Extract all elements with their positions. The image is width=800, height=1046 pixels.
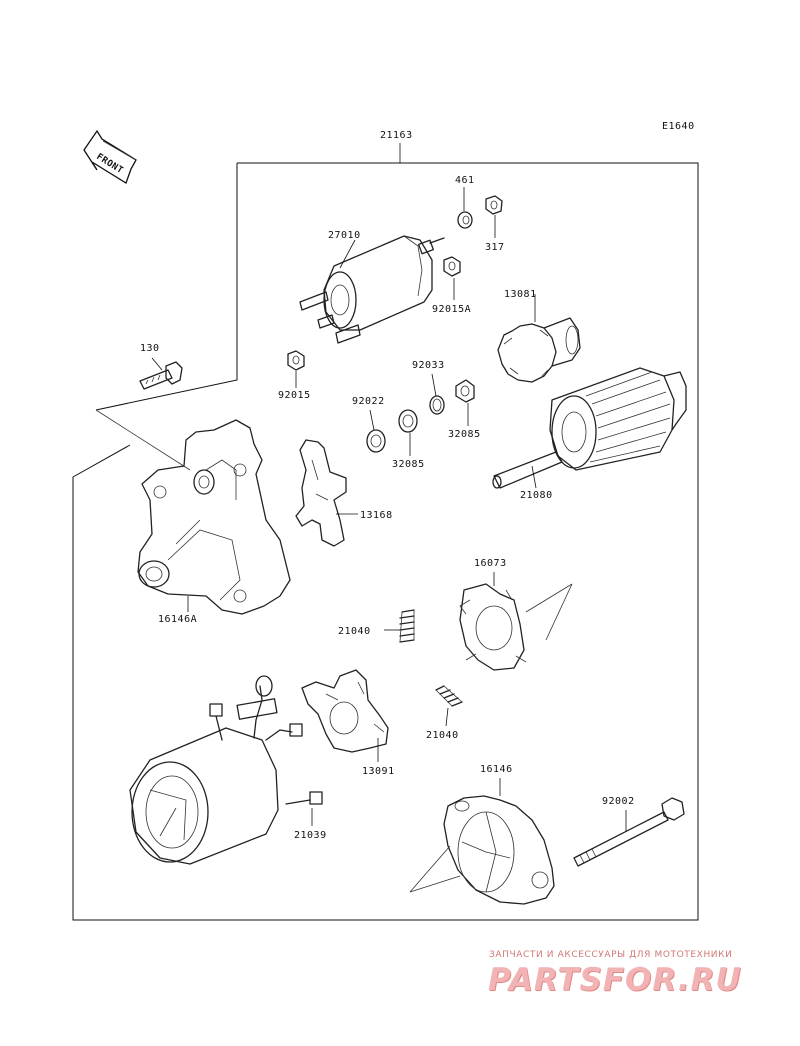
part-label-13081: 13081 [504, 289, 537, 300]
part-label-32085-lower: 32085 [392, 459, 425, 470]
washer-32085-lower [398, 409, 418, 456]
pinion-13081 [497, 294, 581, 383]
part-label-21080: 21080 [520, 490, 553, 501]
bolt-130 [139, 357, 183, 390]
part-label-130: 130 [140, 343, 160, 354]
spring-21040-left [384, 609, 415, 643]
watermark-tagline: ЗАПЧАСТИ И АКСЕССУАРЫ ДЛЯ МОТОТЕХНИКИ [489, 950, 733, 960]
through-bolt-92002 [573, 797, 685, 867]
solenoid-27010 [299, 235, 445, 344]
part-label-16146A: 16146A [158, 614, 197, 625]
washer-461 [457, 187, 473, 229]
clip-32085-upper [455, 379, 475, 426]
watermark-logo: PARTSFOR.RU [488, 962, 742, 998]
front-arrow-icon: FRONT [83, 129, 137, 184]
part-label-32085-upper: 32085 [448, 429, 481, 440]
drive-housing-16146A [137, 419, 291, 615]
washer-92022 [366, 409, 386, 453]
brush-plate-16073 [459, 572, 573, 671]
assembly-frame [72, 143, 699, 921]
part-label-16146: 16146 [480, 764, 513, 775]
yoke-21039 [129, 675, 323, 865]
part-label-13091: 13091 [362, 766, 395, 777]
part-label-92002: 92002 [602, 796, 635, 807]
part-label-317: 317 [485, 242, 505, 253]
part-label-13168: 13168 [360, 510, 393, 521]
part-label-21163: 21163 [380, 130, 413, 141]
part-label-461: 461 [455, 175, 475, 186]
part-label-92022: 92022 [352, 396, 385, 407]
part-label-21040-left: 21040 [338, 626, 371, 637]
part-label-92033: 92033 [412, 360, 445, 371]
armature-21080 [492, 367, 687, 489]
end-cover-16146 [409, 778, 555, 905]
nut-92015A [443, 256, 461, 300]
ring-92033 [429, 373, 445, 415]
part-label-21039: 21039 [294, 830, 327, 841]
diagram-code: E1640 [662, 121, 695, 132]
part-label-27010: 27010 [328, 230, 361, 241]
nut-92015 [287, 350, 305, 388]
brush-holder-13091 [301, 669, 389, 762]
part-label-21040-right: 21040 [426, 730, 459, 741]
part-label-92015A: 92015A [432, 304, 471, 315]
shift-lever-13168 [295, 439, 358, 547]
part-label-16073: 16073 [474, 558, 507, 569]
nut-317 [485, 195, 503, 238]
part-label-92015: 92015 [278, 390, 311, 401]
spring-21040-right [435, 685, 463, 727]
